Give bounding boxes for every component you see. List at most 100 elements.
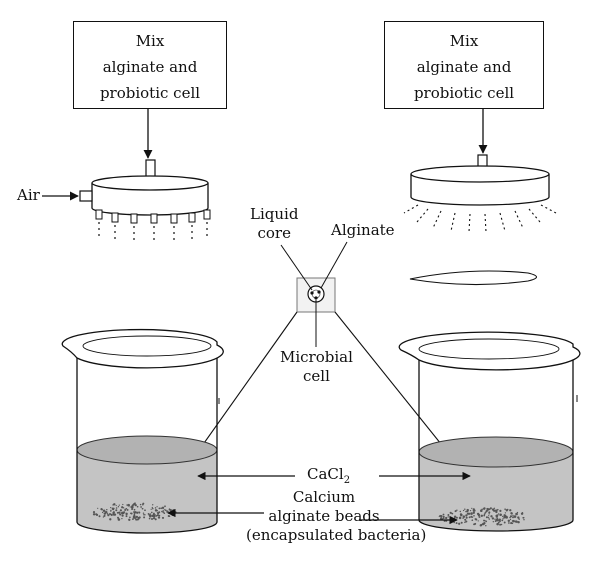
bead-speck [453, 515, 457, 518]
bead-speck [151, 506, 153, 509]
bead-speck [494, 518, 496, 520]
bead-speck [481, 508, 483, 511]
bead-speck [442, 513, 445, 516]
bead-speck [115, 509, 118, 512]
mix-box-left-line2: alginate and [102, 58, 198, 76]
bead-speck [154, 509, 158, 512]
bead-speck [137, 517, 140, 520]
bead-speck [109, 518, 112, 521]
alginate-pointer [320, 241, 348, 289]
left-beaker [61, 328, 224, 534]
bead-speck [470, 512, 473, 515]
bead-speck [465, 510, 467, 513]
bead-speck [516, 513, 519, 515]
bead-speck [472, 509, 475, 512]
bead-speck [115, 504, 117, 507]
bead-speck [166, 511, 168, 513]
liquid-core-label: Liquid core [250, 205, 298, 243]
bead-speck [483, 513, 486, 516]
bead-speck [135, 518, 138, 521]
bead-speck [129, 506, 131, 508]
bead-speck [454, 510, 457, 513]
bead-speck [449, 511, 452, 514]
bead-speck [117, 518, 121, 521]
bead-speck [468, 516, 471, 519]
bead-speck [467, 512, 471, 515]
bead-speck [498, 518, 501, 521]
bead-speck [128, 518, 131, 521]
bead-speck [117, 506, 120, 508]
bead-speck [462, 515, 466, 518]
bead-speck [495, 518, 499, 521]
bead-speck [488, 518, 491, 520]
bead-speck [483, 514, 486, 517]
bead-speck [474, 518, 477, 520]
bead-speck [141, 507, 144, 510]
bead-speck [462, 509, 465, 512]
bead-speck [484, 512, 487, 514]
bead-speck [474, 522, 477, 525]
bead-speck [471, 516, 474, 518]
bead-speck [156, 514, 159, 517]
bead-speck [157, 512, 160, 515]
bead-speck [154, 514, 156, 516]
bead-speck [480, 509, 483, 512]
bead-speck [103, 512, 107, 515]
bead-speck [451, 512, 454, 515]
bead-speck [503, 521, 506, 524]
bead-speck [158, 514, 160, 517]
bead-speck [521, 512, 524, 514]
bead-speck [518, 518, 520, 520]
bead-speck [488, 515, 490, 517]
bead-speck [172, 509, 174, 512]
cacl2-label: CaCl2 [307, 465, 350, 490]
bead-speck [445, 516, 448, 520]
bead-speck [133, 511, 135, 513]
bead-speck [132, 518, 134, 520]
bead-speck [169, 509, 172, 512]
bead-speck [163, 512, 166, 514]
right-beaker-glass [418, 347, 574, 532]
bead-speck [105, 511, 107, 514]
liquid-core-label-line1: Liquid [250, 205, 299, 223]
bead-speck [464, 508, 466, 510]
bead-speck [142, 512, 145, 514]
bead-speck [472, 511, 475, 514]
microbial-cell-label-line1: Microbial [280, 348, 353, 366]
air-port [79, 190, 93, 202]
bead-speck [121, 517, 123, 520]
bead-speck [439, 514, 441, 517]
bead-speck [485, 509, 488, 512]
bead-speck [162, 511, 165, 513]
bead-speck [119, 509, 122, 512]
bead-speck [523, 519, 525, 521]
bead-speck [453, 521, 455, 524]
cacl2-subscript: 2 [343, 475, 351, 486]
bead-speck [485, 520, 488, 523]
bead-speck [512, 519, 515, 523]
bead-speck [499, 509, 502, 512]
calcium-alginate-beads-label: Calcium alginate beads (encapsulated bac… [246, 488, 426, 545]
bead-speck [124, 509, 127, 511]
bead-speck [517, 516, 520, 519]
bead-speck [509, 518, 512, 521]
right-beaker [218, 331, 581, 532]
bead-speck [109, 513, 111, 515]
mix-box-right-line3: probiotic cell [413, 84, 515, 102]
bead-speck [136, 511, 139, 514]
bead-speck [488, 511, 491, 514]
bead-speck [132, 515, 136, 519]
bead-speck [469, 509, 472, 512]
bead-speck [492, 509, 496, 512]
microbial-cell-label: Microbial cell [280, 348, 353, 386]
bead-speck [152, 507, 154, 510]
bead-speck [168, 515, 171, 517]
bead-speck [152, 512, 155, 515]
bead-speck [98, 515, 101, 518]
bead-speck [459, 516, 461, 519]
bead-speck [499, 523, 502, 526]
bead-speck [497, 508, 499, 511]
bead-speck [500, 523, 503, 526]
bead-speck [122, 511, 125, 515]
